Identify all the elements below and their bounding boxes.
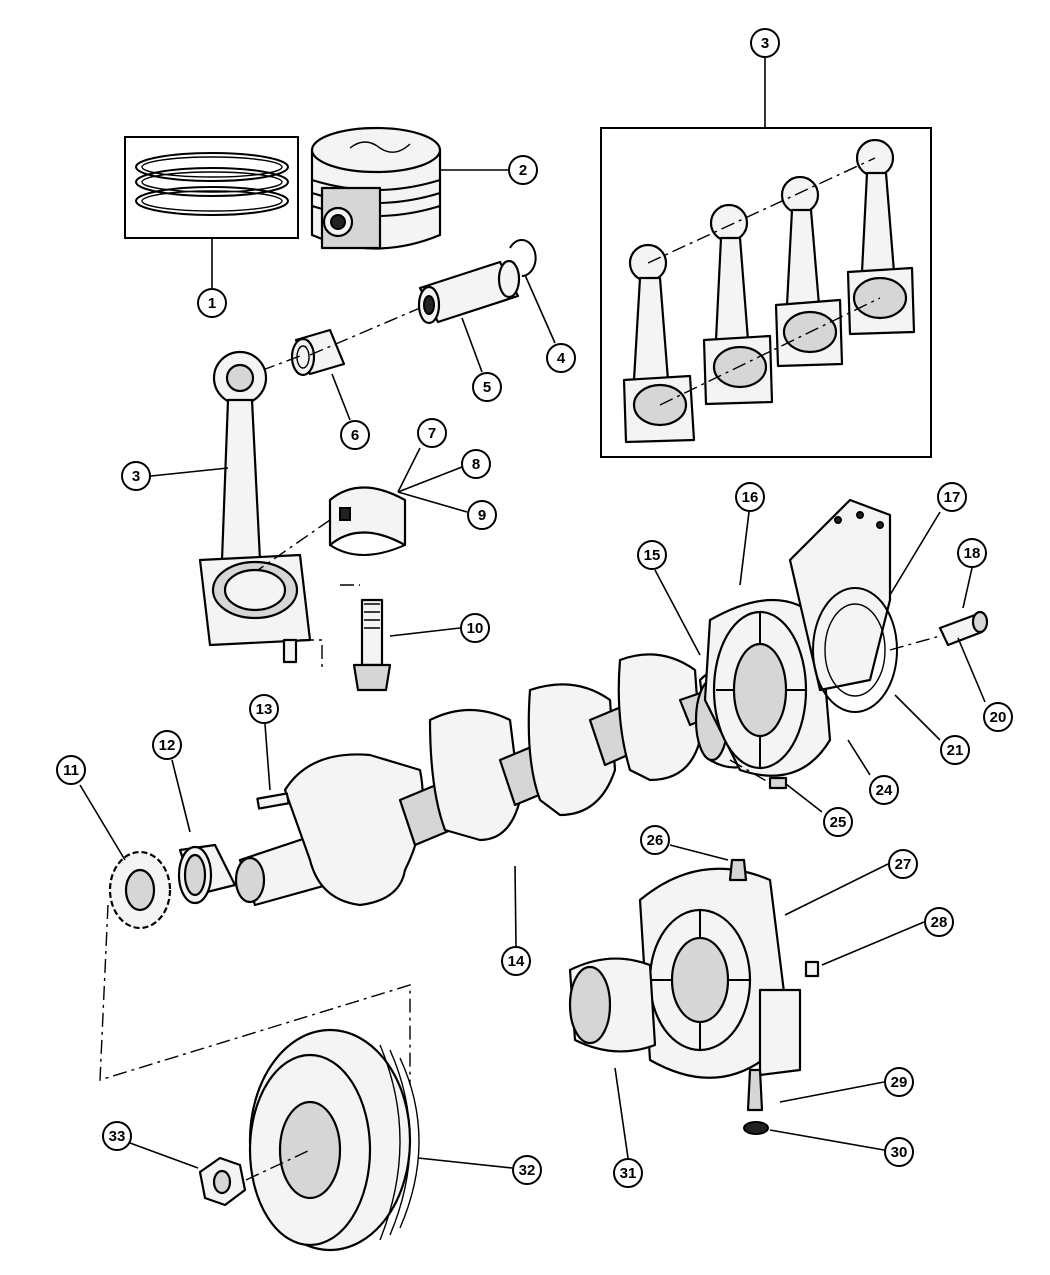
rear-oil-seal[interactable]: [812, 587, 898, 713]
rear-seal-retainer[interactable]: [703, 598, 832, 777]
callout-31[interactable]: 31: [613, 1158, 643, 1188]
callout-16[interactable]: 16: [735, 482, 765, 512]
callout-7[interactable]: 7: [417, 418, 447, 448]
connecting-rod-bushing[interactable]: [290, 328, 346, 377]
front-main-bearing[interactable]: [568, 957, 657, 1053]
callout-3-rod[interactable]: 3: [121, 461, 151, 491]
piston-pin-retainer[interactable]: [509, 239, 537, 277]
cover-plug[interactable]: [804, 960, 820, 978]
callout-26[interactable]: 26: [640, 825, 670, 855]
callout-6[interactable]: 6: [340, 420, 370, 450]
retainer-bolt[interactable]: [938, 610, 989, 647]
callout-3-rod-set[interactable]: 3: [750, 28, 780, 58]
leader-lines: [79, 58, 986, 1169]
callout-17[interactable]: 17: [937, 482, 967, 512]
callout-12[interactable]: 12: [152, 730, 182, 760]
callout-10[interactable]: 10: [460, 613, 490, 643]
callout-8[interactable]: 8: [461, 449, 491, 479]
callout-1[interactable]: 1: [197, 288, 227, 318]
callout-30[interactable]: 30: [884, 1137, 914, 1167]
callout-2[interactable]: 2: [508, 155, 538, 185]
oil-pump-bolt[interactable]: [743, 1068, 769, 1135]
connecting-rod-bearing[interactable]: [328, 486, 407, 556]
callout-11[interactable]: 11: [56, 755, 86, 785]
crankshaft-key[interactable]: [256, 792, 290, 810]
callout-24[interactable]: 24: [869, 775, 899, 805]
callout-28[interactable]: 28: [924, 907, 954, 937]
callout-20[interactable]: 20: [983, 702, 1013, 732]
crankshaft-sprocket[interactable]: [108, 850, 172, 930]
piston-pin[interactable]: [417, 259, 521, 325]
crankshaft[interactable]: [234, 653, 724, 907]
crankshaft-pulley[interactable]: [248, 1028, 420, 1252]
pulley-nut[interactable]: [198, 1156, 247, 1207]
callout-32[interactable]: 32: [512, 1155, 542, 1185]
callout-18[interactable]: 18: [957, 538, 987, 568]
callout-9[interactable]: 9: [467, 500, 497, 530]
callout-4[interactable]: 4: [546, 343, 576, 373]
oil-pressure-fitting[interactable]: [728, 858, 748, 882]
callout-29[interactable]: 29: [884, 1067, 914, 1097]
connecting-rod-bolt[interactable]: [352, 598, 392, 692]
callout-27[interactable]: 27: [888, 849, 918, 879]
callout-33[interactable]: 33: [102, 1121, 132, 1151]
crankshaft-main-bearing[interactable]: [177, 843, 237, 905]
connecting-rod[interactable]: [198, 350, 312, 664]
callout-21[interactable]: 21: [940, 735, 970, 765]
callout-14[interactable]: 14: [501, 946, 531, 976]
callout-15[interactable]: 15: [637, 540, 667, 570]
callout-13[interactable]: 13: [249, 694, 279, 724]
piston[interactable]: [310, 126, 442, 250]
front-cover-oil-pump[interactable]: [638, 867, 802, 1079]
adapter-plate[interactable]: [788, 498, 892, 692]
callout-25[interactable]: 25: [823, 807, 853, 837]
connecting-rod-set[interactable]: [600, 127, 932, 458]
callout-5[interactable]: 5: [472, 372, 502, 402]
